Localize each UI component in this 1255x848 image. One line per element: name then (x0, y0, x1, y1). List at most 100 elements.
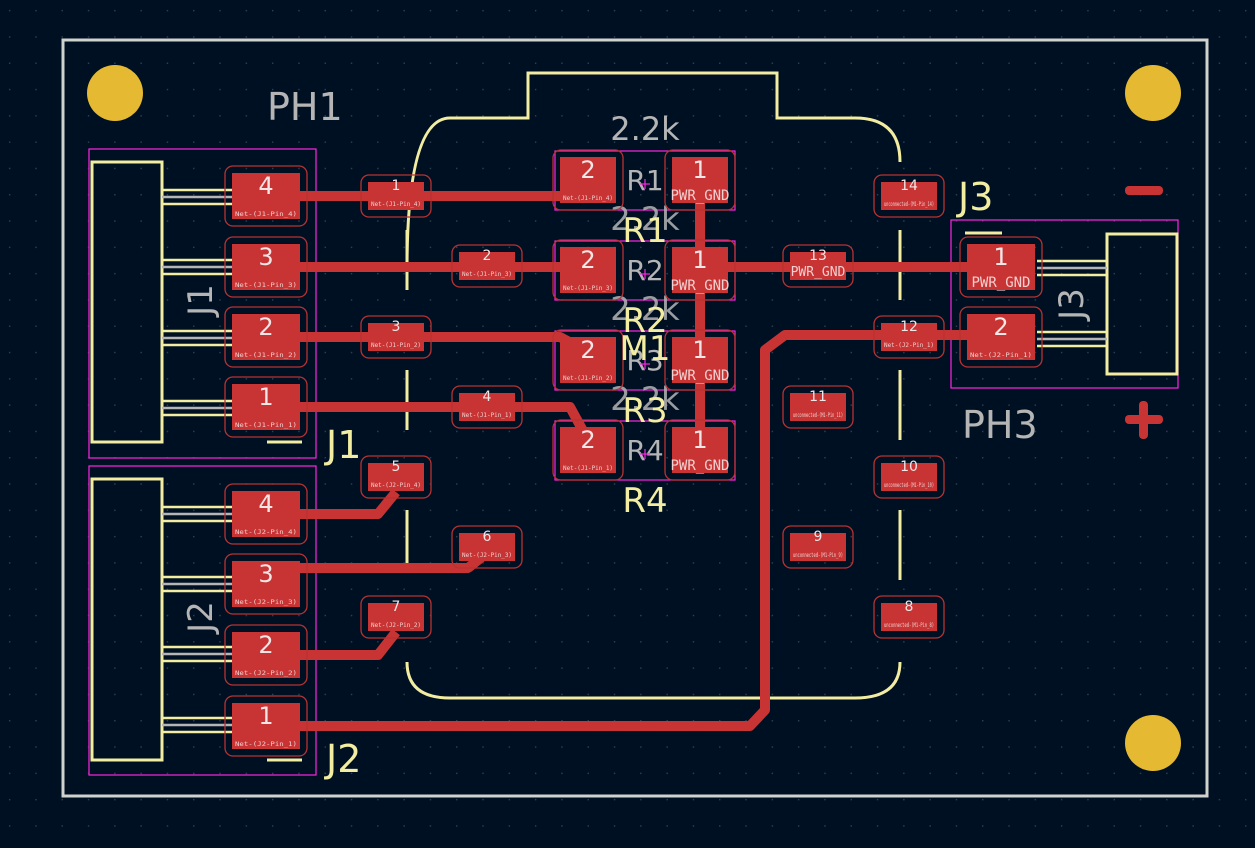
pad-number: 14 (900, 178, 918, 194)
pad-number: 4 (258, 490, 273, 518)
pad-number: 1 (692, 336, 707, 364)
pad-copper (368, 182, 424, 210)
pad-net-label: Net-(J1-Pin_2) (371, 341, 421, 349)
pad-number: 2 (483, 248, 492, 264)
pad-copper (967, 314, 1035, 360)
pad-number: 6 (483, 529, 492, 545)
pad-clearance-outline (360, 174, 432, 218)
pad-number: 2 (258, 631, 273, 659)
r4-silk-ref: R4 (622, 481, 667, 521)
pad-net-label: Net-(J2-Pin_1) (884, 341, 934, 349)
pad-net-label: unconnected-(M1-Pin_9) (793, 551, 843, 559)
r3-silk-ref: R3 (622, 391, 667, 431)
pad-number: 1 (392, 178, 401, 194)
mounting-hole-bottom-right[interactable] (1125, 715, 1181, 771)
silkscreen-layer (90, 71, 1179, 762)
mounting-hole-top-left[interactable] (87, 65, 143, 121)
pad-number: 1 (692, 426, 707, 454)
m1-pad-9[interactable]: 9 unconnected-(M1-Pin_9) (782, 525, 854, 569)
pad-number: 4 (258, 172, 273, 200)
pad-net-label: PWR_GND (971, 275, 1030, 291)
r1-silk-ref: R1 (622, 211, 667, 251)
pad-net-label: Net-(J1-Pin_4) (235, 210, 297, 218)
pad-number: 5 (392, 459, 401, 475)
j1-body-silk (90, 160, 164, 444)
mounting-hole-top-right[interactable] (1125, 65, 1181, 121)
j2-silk-ref: J2 (324, 737, 361, 781)
j2-courtyard (88, 465, 317, 776)
anchor-crosshair-icon (640, 449, 650, 459)
track-j2-pin4 (300, 488, 400, 519)
pad-number: 1 (692, 246, 707, 274)
pad-net-label: Net-(J2-Pin_2) (235, 669, 297, 677)
pad-copper (232, 491, 300, 537)
j2-body-silk (90, 477, 164, 762)
pad-clearance-outline (552, 419, 624, 481)
j1-fab-ref: J1 (181, 284, 221, 318)
pad-net-label: Net-(J1-Pin_3) (235, 281, 297, 289)
pad-number: 3 (258, 243, 273, 271)
pad-clearance-outline (224, 306, 308, 368)
j1-courtyard (88, 148, 317, 459)
pad-copper (881, 323, 937, 351)
pad-net-label: unconnected-(M1-Pin_8) (884, 621, 934, 629)
minus-marker-icon (1125, 186, 1163, 195)
pad-clearance-outline (782, 385, 854, 429)
pad-net-label: Net-(J1-Pin_4) (563, 194, 613, 202)
pad-copper (232, 173, 300, 219)
pad-clearance-outline (664, 149, 736, 211)
pad-net-label: Net-(J1-Pin_2) (235, 351, 297, 359)
m1-pad-14[interactable]: 14 unconnected-(M1-Pin_14) (873, 174, 945, 218)
pad-net-label: Net-(J2-Pin_3) (235, 598, 297, 606)
pad-number: 2 (580, 246, 595, 274)
pad-clearance-outline (959, 306, 1043, 368)
pad-number: 1 (692, 156, 707, 184)
j3-body-silk (1105, 232, 1179, 376)
board-edge-outline[interactable] (61, 38, 1209, 798)
pad-copper (368, 323, 424, 351)
anchor-crosshair-icon (640, 179, 650, 189)
pad-clearance-outline (451, 525, 523, 569)
pad-number: 10 (900, 459, 918, 475)
anchor-crosshair-icon (640, 359, 650, 369)
pad-number: 9 (814, 529, 823, 545)
j2-fab-ref: J2 (181, 601, 221, 635)
pad-number: 2 (580, 156, 595, 184)
pad-clearance-outline (224, 553, 308, 615)
plus-marker-icon (1125, 401, 1163, 439)
pad-net-label: unconnected-(M1-Pin_14) (884, 200, 934, 208)
copper-tracks[interactable] (300, 180, 1000, 731)
r1-value-label: 2.2k (610, 110, 680, 148)
